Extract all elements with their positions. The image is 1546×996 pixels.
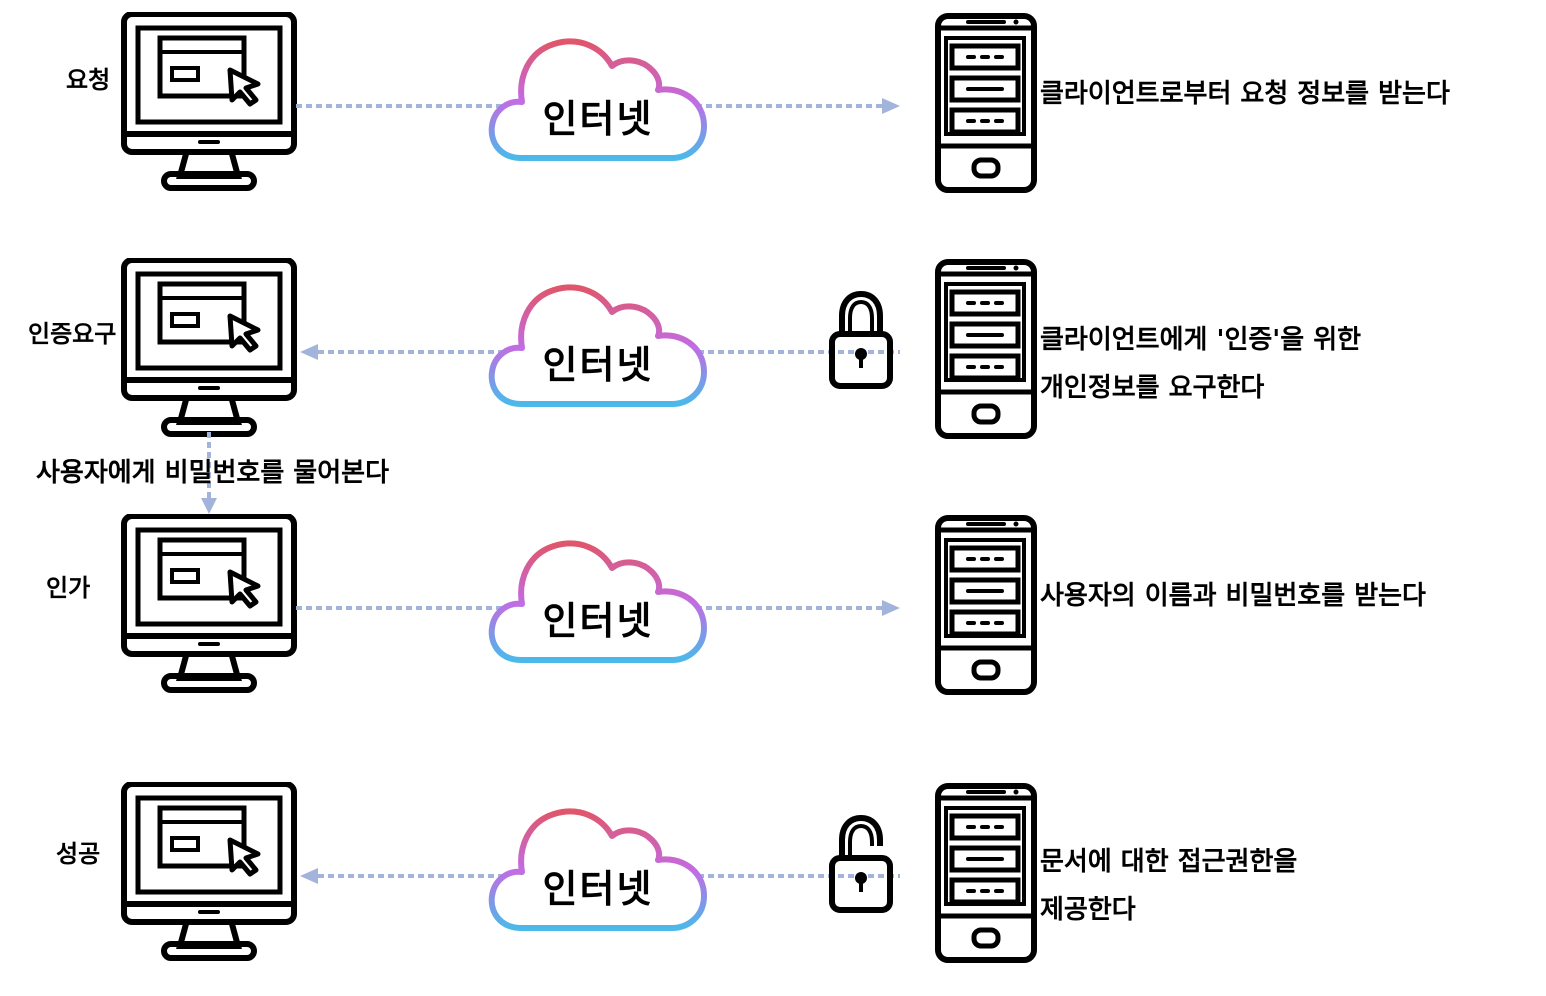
flow-row-success: 성공 인터넷 문서에 대한 접근권한을 제공한다 <box>0 782 1546 962</box>
description-line: 사용자의 이름과 비밀번호를 받는다 <box>1040 581 1426 611</box>
internet-cloud: 인터넷 <box>484 532 712 682</box>
cloud-label: 인터넷 <box>542 343 654 387</box>
password-prompt-label: 사용자에게 비밀번호를 물어본다 <box>36 458 389 488</box>
desktop-monitor-icon <box>118 514 300 694</box>
internet-cloud: 인터넷 <box>484 800 712 950</box>
step-label: 인증요구 <box>28 320 117 348</box>
padlock-closed-icon <box>826 288 896 392</box>
step-label: 인가 <box>46 574 91 602</box>
cloud-label: 인터넷 <box>542 867 654 911</box>
internet-cloud: 인터넷 <box>484 30 712 180</box>
desktop-monitor-icon <box>118 12 300 192</box>
description-line: 제공한다 <box>1040 895 1136 925</box>
description-line: 클라이언트에게 '인증'을 위한 <box>1040 325 1362 355</box>
description-line: 클라이언트로부터 요청 정보를 받는다 <box>1040 79 1450 109</box>
flow-row-auth-request: 인증요구 인터넷 클라이언트에게 '인증'을 위한 개인정보를 요구한다 <box>0 258 1546 438</box>
server-description: 클라이언트에게 '인증'을 위한 개인정보를 요구한다 <box>1040 316 1361 412</box>
server-description: 문서에 대한 접근권한을 제공한다 <box>1040 838 1297 934</box>
padlock-open-icon <box>826 812 896 916</box>
server-description: 클라이언트로부터 요청 정보를 받는다 <box>1040 70 1450 118</box>
server-description: 사용자의 이름과 비밀번호를 받는다 <box>1040 572 1426 620</box>
server-rack-icon <box>934 782 1038 964</box>
description-line: 문서에 대한 접근권한을 <box>1040 847 1298 877</box>
flow-row-authorization: 인가 인터넷 사용자의 이름과 비밀번호를 받는다 <box>0 514 1546 694</box>
cloud-label: 인터넷 <box>542 97 654 141</box>
step-label: 성공 <box>56 840 101 868</box>
description-line: 개인정보를 요구한다 <box>1040 373 1265 403</box>
server-rack-icon <box>934 258 1038 440</box>
flow-row-request: 요청 인터넷 클라이언트로부터 요청 정보를 받는다 <box>0 12 1546 192</box>
step-label: 요청 <box>66 66 111 94</box>
desktop-monitor-icon <box>118 258 300 438</box>
desktop-monitor-icon <box>118 782 300 962</box>
arrow-down-icon <box>201 432 217 514</box>
server-rack-icon <box>934 12 1038 194</box>
internet-cloud: 인터넷 <box>484 276 712 426</box>
server-rack-icon <box>934 514 1038 696</box>
cloud-label: 인터넷 <box>542 599 654 643</box>
